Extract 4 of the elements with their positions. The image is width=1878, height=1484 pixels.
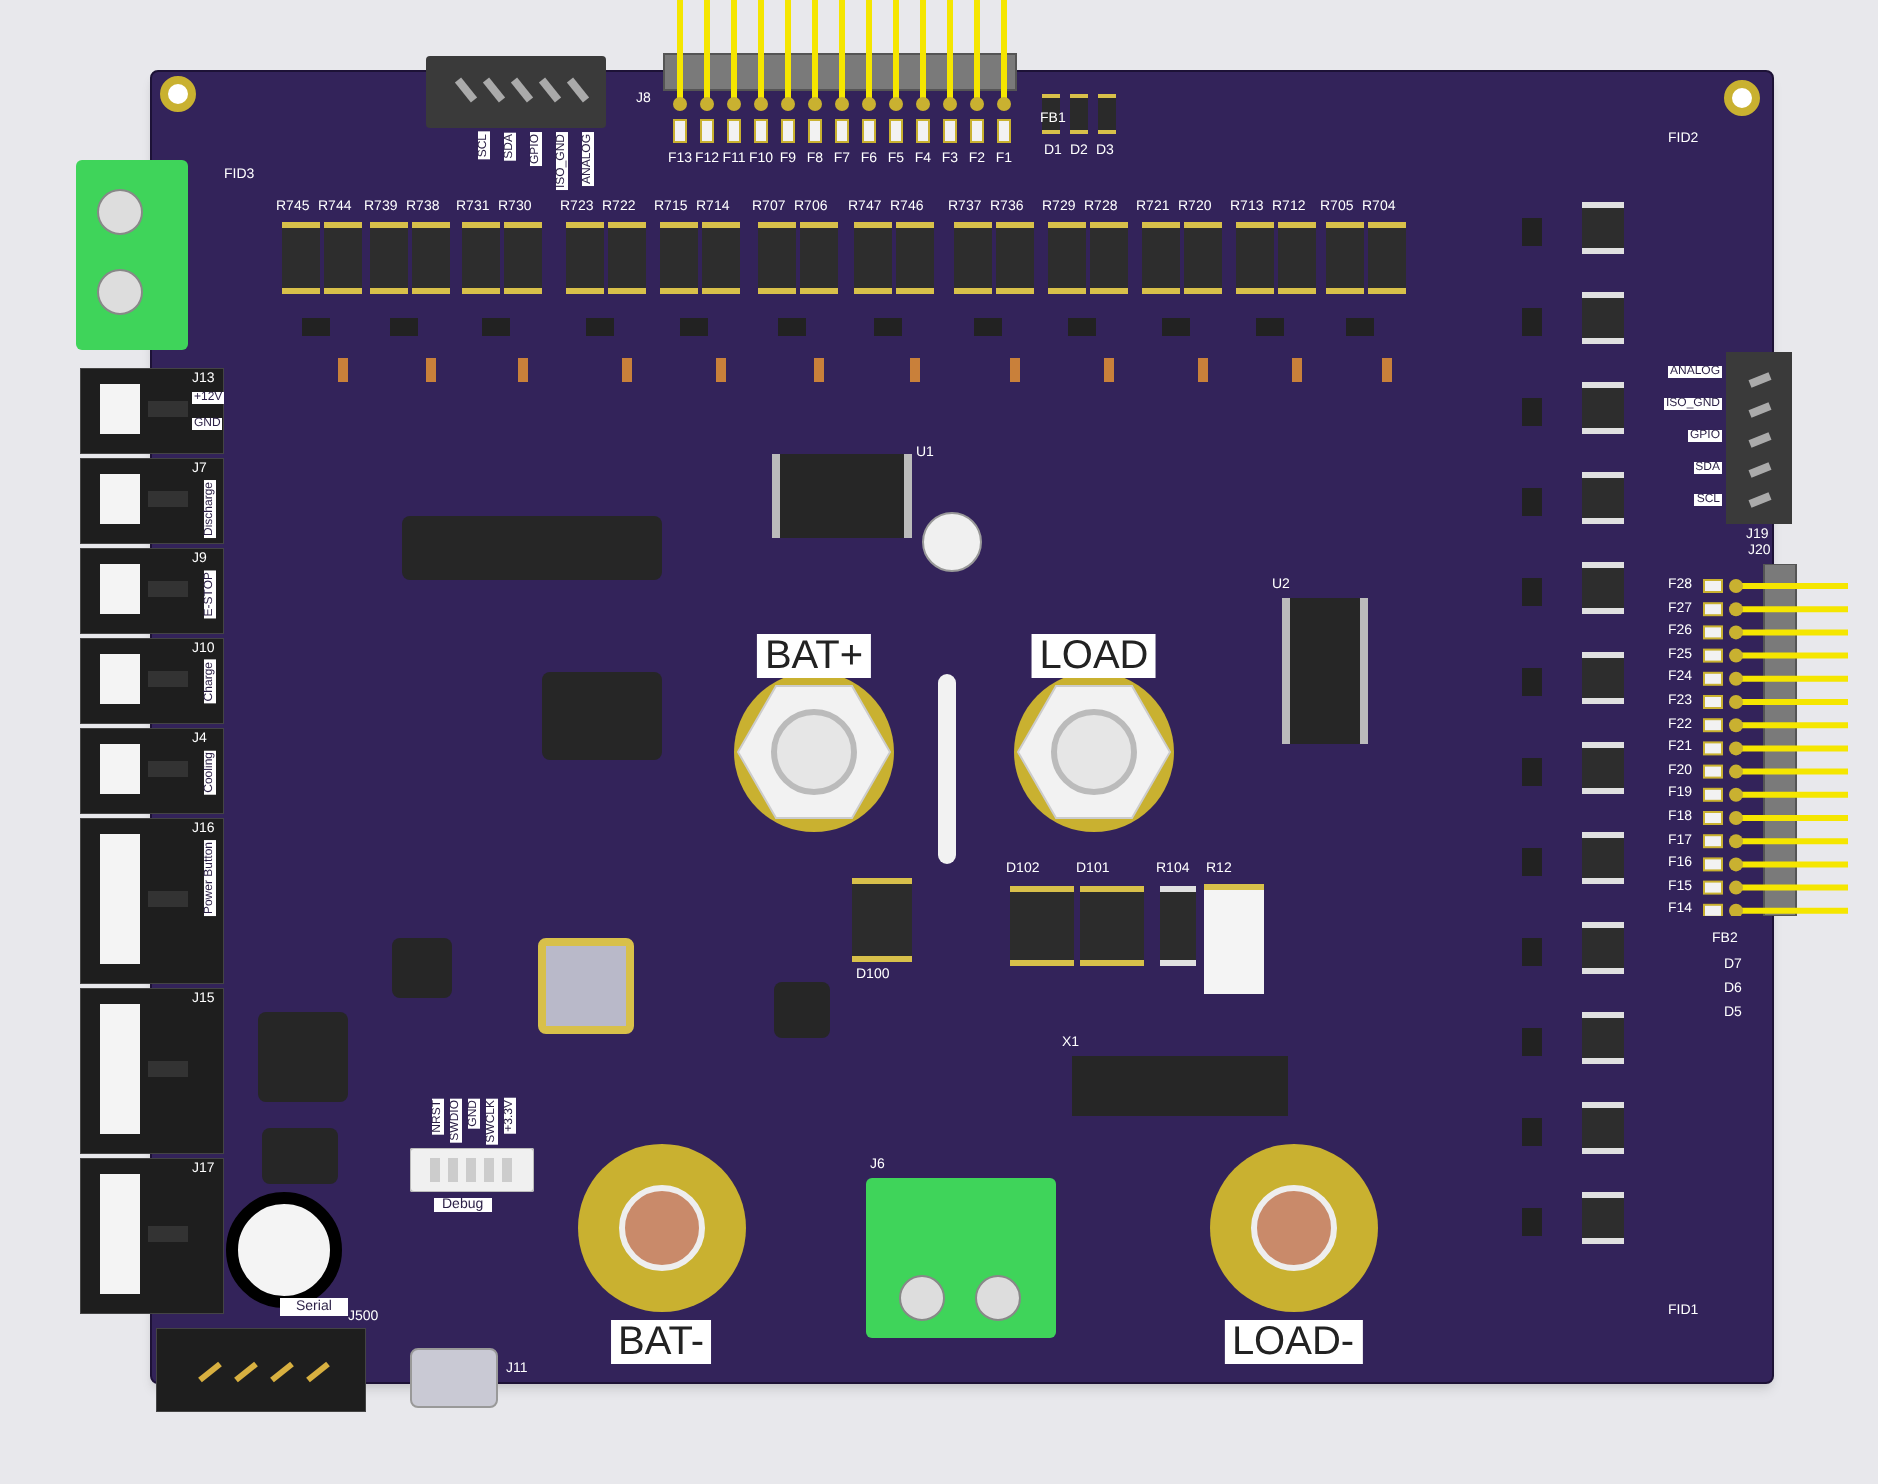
terminal-label: BAT+ bbox=[756, 634, 872, 678]
terminal-label: LOAD bbox=[1031, 634, 1157, 678]
terminal-label: BAT- bbox=[610, 1320, 712, 1364]
terminal-label: LOAD- bbox=[1223, 1320, 1363, 1364]
